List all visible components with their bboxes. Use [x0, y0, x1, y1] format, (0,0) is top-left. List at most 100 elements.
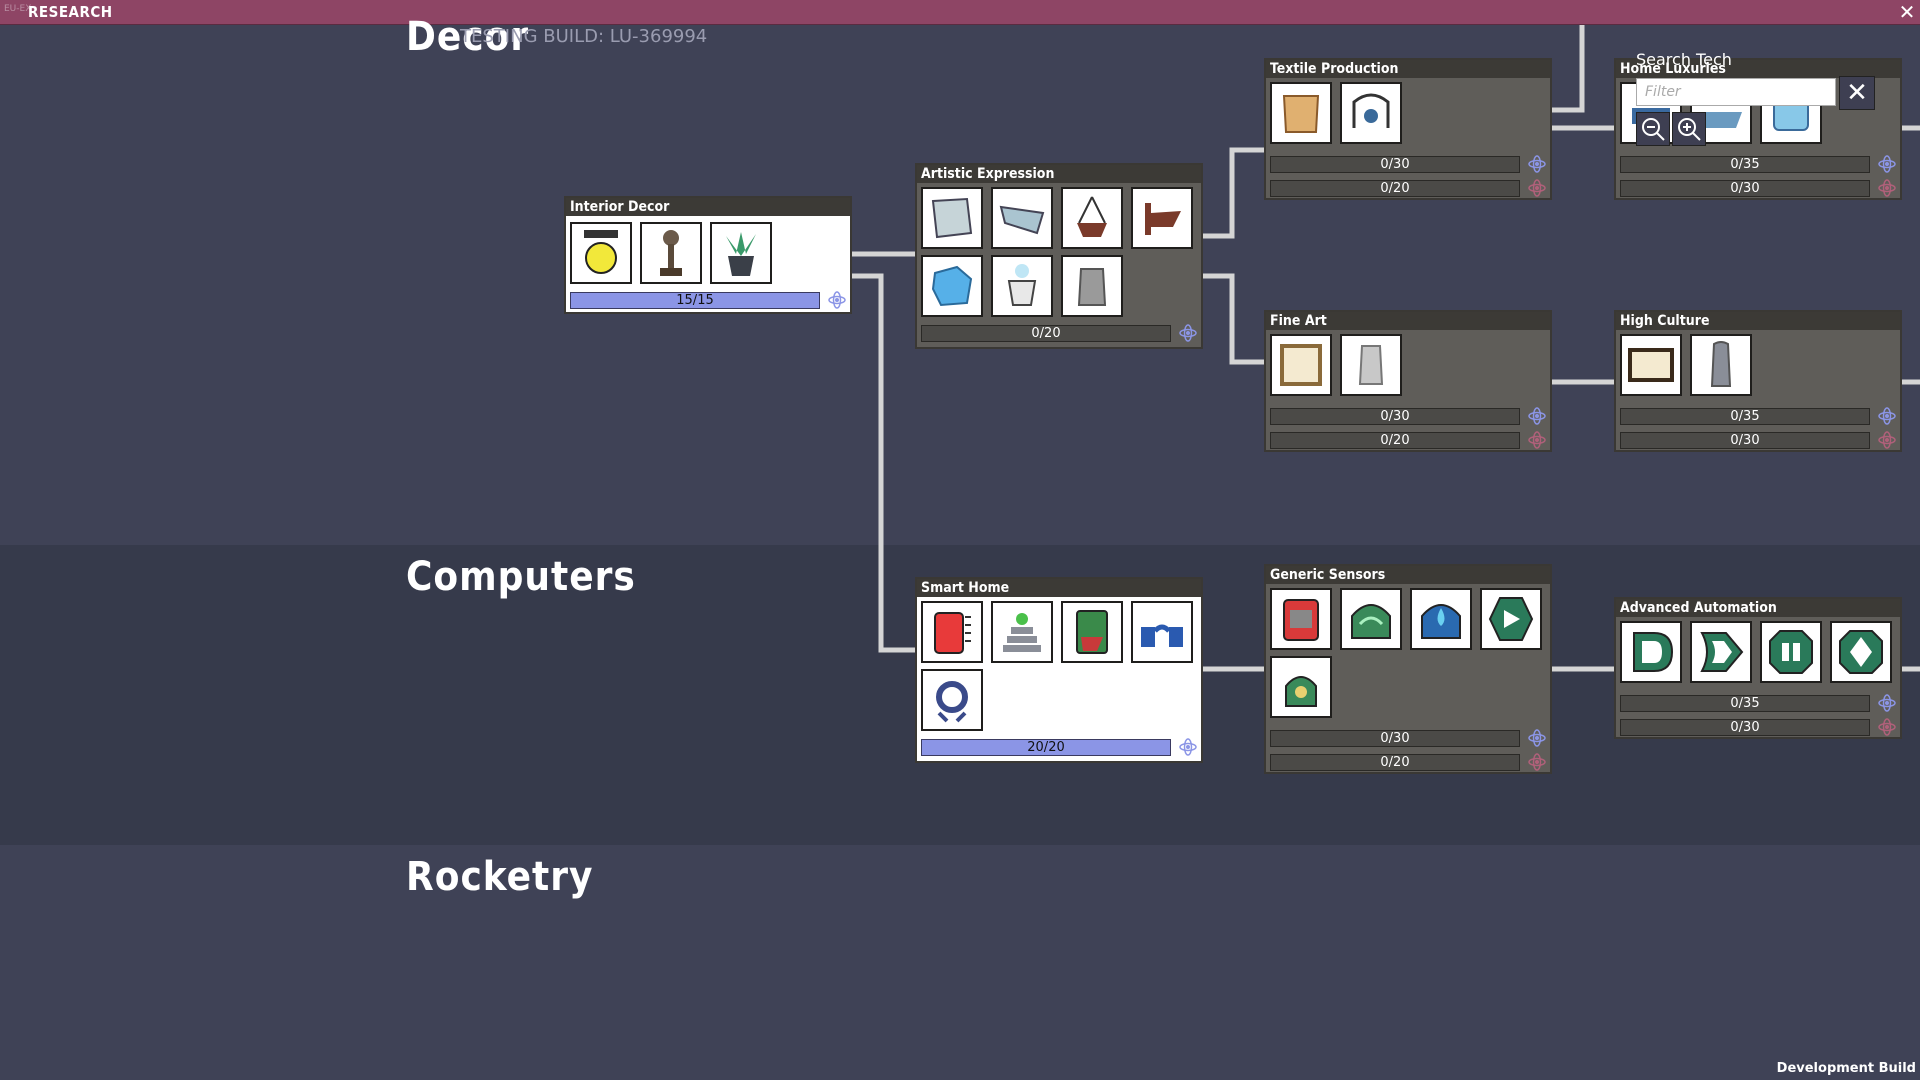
tech-card-smart-home[interactable]: Smart Home 20/20 [915, 577, 1203, 763]
progress-bar-basic: 0/35 [1620, 156, 1870, 173]
link-interior-to-smarthome [852, 273, 915, 653]
research-atom-advanced-icon [1878, 431, 1896, 449]
tech-card-interior-decor[interactable]: Interior Decor 15/15 [564, 196, 852, 314]
tech-title: High Culture [1616, 312, 1900, 330]
progress-bar: 20/20 [921, 739, 1171, 756]
research-atom-icon [828, 291, 846, 309]
research-atom-advanced-icon [1528, 179, 1546, 197]
wall-pot-icon[interactable] [1131, 187, 1193, 249]
zoom-out-button[interactable] [1636, 112, 1670, 146]
tech-title: Fine Art [1266, 312, 1550, 330]
progress-text: 0/30 [1730, 433, 1760, 448]
progress-text: 0/20 [1031, 326, 1061, 341]
signal-arrow-icon[interactable] [1480, 588, 1542, 650]
link-artistic-to-textile [1202, 147, 1264, 239]
window-title: RESEARCH [28, 3, 113, 21]
close-window-button[interactable]: ✕ [1898, 0, 1916, 24]
not-gate-icon[interactable] [1760, 621, 1822, 683]
category-title-decor: Decor [406, 14, 530, 60]
and-gate-icon[interactable] [1620, 621, 1682, 683]
canvas-icon[interactable] [921, 187, 983, 249]
progress-bar-basic: 0/35 [1620, 408, 1870, 425]
automation-wire-icon[interactable] [921, 669, 983, 731]
progress-bar-basic: 0/35 [1620, 695, 1870, 712]
tech-card-advanced-automation[interactable]: Advanced Automation 0/35 0/30 [1614, 597, 1902, 739]
clear-search-button[interactable]: ✕ [1839, 76, 1875, 110]
painting-frame-icon[interactable] [1270, 334, 1332, 396]
category-title-rocketry: Rocketry [406, 854, 594, 900]
progress-bar-basic: 0/30 [1270, 408, 1520, 425]
progress-text: 0/30 [1730, 181, 1760, 196]
progress-text: 0/35 [1730, 409, 1760, 424]
tech-card-high-culture[interactable]: High Culture 0/35 0/30 [1614, 310, 1902, 452]
link-artistic-to-fineart [1202, 273, 1264, 365]
tech-title: Artistic Expression [917, 165, 1201, 183]
progress-text: 15/15 [676, 293, 714, 308]
timer-sensor-icon[interactable] [1270, 588, 1332, 650]
power-shutoff-icon[interactable] [1061, 601, 1123, 663]
zoom-in-button[interactable] [1672, 112, 1706, 146]
tech-title: Generic Sensors [1266, 566, 1550, 584]
research-atom-advanced-icon [1528, 753, 1546, 771]
progress-text: 0/30 [1730, 720, 1760, 735]
progress-bar-basic: 0/30 [1270, 156, 1520, 173]
research-atom-icon [1528, 155, 1546, 173]
research-atom-icon [1179, 738, 1197, 756]
link-textile-to-home [1552, 25, 1585, 113]
lamp-icon[interactable] [570, 222, 632, 284]
progress-text: 0/20 [1380, 181, 1410, 196]
tech-card-generic-sensors[interactable]: Generic Sensors 0/30 0/20 [1264, 564, 1552, 774]
progress-text: 0/35 [1730, 696, 1760, 711]
research-atom-icon [1878, 155, 1896, 173]
progress-text: 0/30 [1380, 409, 1410, 424]
light-switch-stack-icon[interactable] [991, 601, 1053, 663]
loom-icon[interactable] [1340, 82, 1402, 144]
progress-text: 0/35 [1730, 157, 1760, 172]
liquid-sensor-icon[interactable] [1410, 588, 1472, 650]
sculpture-block-icon[interactable] [991, 255, 1053, 317]
marble-statue-icon[interactable] [1690, 334, 1752, 396]
tech-card-textile-production[interactable]: Textile Production 0/30 0/20 [1264, 58, 1552, 200]
textile-icon[interactable] [1270, 82, 1332, 144]
critter-sensor-icon[interactable] [1270, 656, 1332, 718]
stone-sculpture-icon[interactable] [1340, 334, 1402, 396]
smart-battery-icon[interactable] [921, 601, 983, 663]
hanging-pot-icon[interactable] [1061, 187, 1123, 249]
tech-title: Advanced Automation [1616, 599, 1900, 617]
wire-bridge-icon[interactable] [1131, 601, 1193, 663]
search-label: Search Tech [1636, 50, 1732, 69]
progress-bar-advanced: 0/20 [1270, 754, 1520, 771]
tech-card-fine-art[interactable]: Fine Art 0/30 0/20 [1264, 310, 1552, 452]
progress-text: 0/30 [1380, 731, 1410, 746]
title-bar: EU-EX RESEARCH ✕ [0, 0, 1920, 25]
progress-bar: 0/20 [921, 325, 1171, 342]
planter-icon[interactable] [710, 222, 772, 284]
progress-bar: 15/15 [570, 292, 820, 309]
rocketry-band [0, 845, 1920, 1080]
research-atom-icon [1179, 324, 1197, 342]
tech-card-artistic-expression[interactable]: Artistic Expression 0/20 [915, 163, 1203, 349]
category-title-computers: Computers [406, 554, 636, 600]
atmo-sensor-icon[interactable] [1340, 588, 1402, 650]
progress-text: 0/20 [1380, 433, 1410, 448]
wide-canvas-icon[interactable] [991, 187, 1053, 249]
research-atom-icon [1878, 407, 1896, 425]
research-atom-icon [1878, 694, 1896, 712]
xor-gate-icon[interactable] [1830, 621, 1892, 683]
masterpiece-frame-icon[interactable] [1620, 334, 1682, 396]
version-tag: EU-EX [4, 4, 32, 14]
research-atom-advanced-icon [1528, 431, 1546, 449]
research-atom-advanced-icon [1878, 179, 1896, 197]
zoom-in-icon [1678, 118, 1701, 141]
flower-pot-icon[interactable] [640, 222, 702, 284]
research-atom-icon [1528, 407, 1546, 425]
or-gate-icon[interactable] [1690, 621, 1752, 683]
marble-sculpture-icon[interactable] [1061, 255, 1123, 317]
progress-text: 20/20 [1027, 740, 1065, 755]
search-input[interactable] [1636, 78, 1836, 106]
progress-text: 0/30 [1380, 157, 1410, 172]
progress-bar-advanced: 0/20 [1270, 432, 1520, 449]
research-atom-advanced-icon [1878, 718, 1896, 736]
ice-sculpture-icon[interactable] [921, 255, 983, 317]
tech-title: Textile Production [1266, 60, 1550, 78]
